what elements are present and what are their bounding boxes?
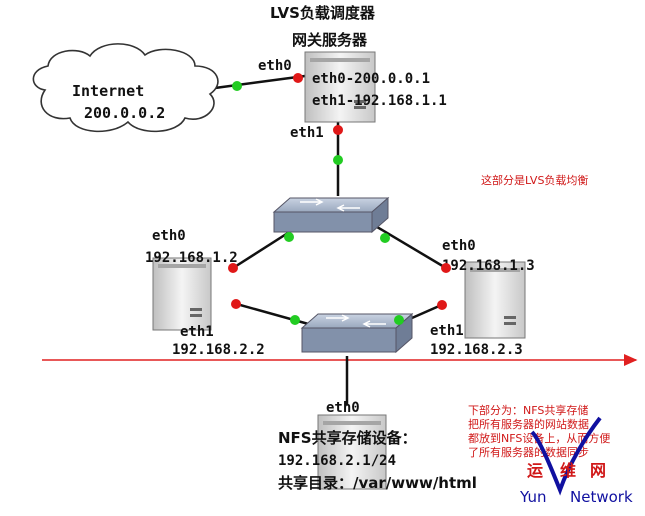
right-eth0-label: eth0 xyxy=(442,238,476,254)
watermark-cn-right: 网 xyxy=(590,461,606,480)
internet-cloud: Internet 200.0.0.2 xyxy=(32,43,219,133)
gateway-server xyxy=(304,51,376,123)
watermark-cn-mid: 维 xyxy=(560,461,576,480)
right-eth1-label: eth1 xyxy=(430,323,464,339)
port-dot-red xyxy=(231,299,241,309)
internet-label: Internet xyxy=(72,82,144,100)
gateway-title: LVS负载调度器 xyxy=(270,4,376,22)
left-eth0-label: eth0 xyxy=(152,228,186,244)
left-eth1-label: eth1 xyxy=(180,324,214,340)
note-nfs-line4: 了所有服务器的数据同步 xyxy=(468,445,589,459)
note-nfs-line1: 下部分为：NFS共享存储 xyxy=(468,403,588,417)
port-dot-red xyxy=(441,263,451,273)
note-nfs: 下部分为：NFS共享存储 把所有服务器的网站数据 都放到NFS设备上，从而方便 … xyxy=(468,403,610,459)
left-eth1-ip: 192.168.2.2 xyxy=(172,342,265,358)
port-dot-red xyxy=(437,300,447,310)
watermark-en-left: Yun xyxy=(519,488,546,506)
note-lvs: 这部分是LVS负载均衡 xyxy=(481,173,588,187)
right-server xyxy=(464,261,526,339)
watermark-logo: 运 维 网 Yun Network xyxy=(519,416,633,506)
right-eth1-ip: 192.168.2.3 xyxy=(430,342,523,358)
port-dot-red xyxy=(333,125,343,135)
nfs-eth0-label: eth0 xyxy=(326,400,360,416)
left-eth0-ip: 192.168.1.2 xyxy=(145,250,238,266)
link-internet-gateway xyxy=(214,74,306,90)
watermark-en-right: Network xyxy=(570,488,633,506)
link-switch-top-right xyxy=(371,222,447,270)
nfs-share-dir: 共享目录：/var/www/html xyxy=(278,474,477,492)
port-dots xyxy=(228,73,451,325)
gateway-eth0-label: eth0 xyxy=(258,58,292,74)
note-nfs-line2: 把所有服务器的网站数据 xyxy=(468,417,589,431)
port-dot-green xyxy=(232,81,242,91)
gateway-subtitle: 网关服务器 xyxy=(292,31,368,49)
right-eth0-ip: 192.168.1.3 xyxy=(442,258,535,274)
port-dot-red xyxy=(293,73,303,83)
port-dot-green xyxy=(290,315,300,325)
nfs-ip: 192.168.2.1/24 xyxy=(278,453,396,469)
internet-ip: 200.0.0.2 xyxy=(84,104,165,122)
port-dot-red xyxy=(228,263,238,273)
switch-top xyxy=(272,196,390,234)
switch-bottom xyxy=(300,312,414,354)
gateway-eth1-addr: eth1-192.168.1.1 xyxy=(312,93,447,109)
nfs-title: NFS共享存储设备： xyxy=(278,429,417,447)
link-left-switch-bottom xyxy=(232,301,313,327)
port-dot-green xyxy=(394,315,404,325)
port-dot-green xyxy=(284,232,294,242)
gateway-eth0-addr: eth0-200.0.0.1 xyxy=(312,71,430,87)
nfs-server xyxy=(317,414,387,490)
note-nfs-line3: 都放到NFS设备上，从而方便 xyxy=(468,431,610,445)
port-dot-green xyxy=(333,155,343,165)
watermark-cn-left: 运 xyxy=(527,461,543,480)
gateway-eth1-label: eth1 xyxy=(290,125,324,141)
left-server xyxy=(152,257,212,331)
port-dot-green xyxy=(380,233,390,243)
